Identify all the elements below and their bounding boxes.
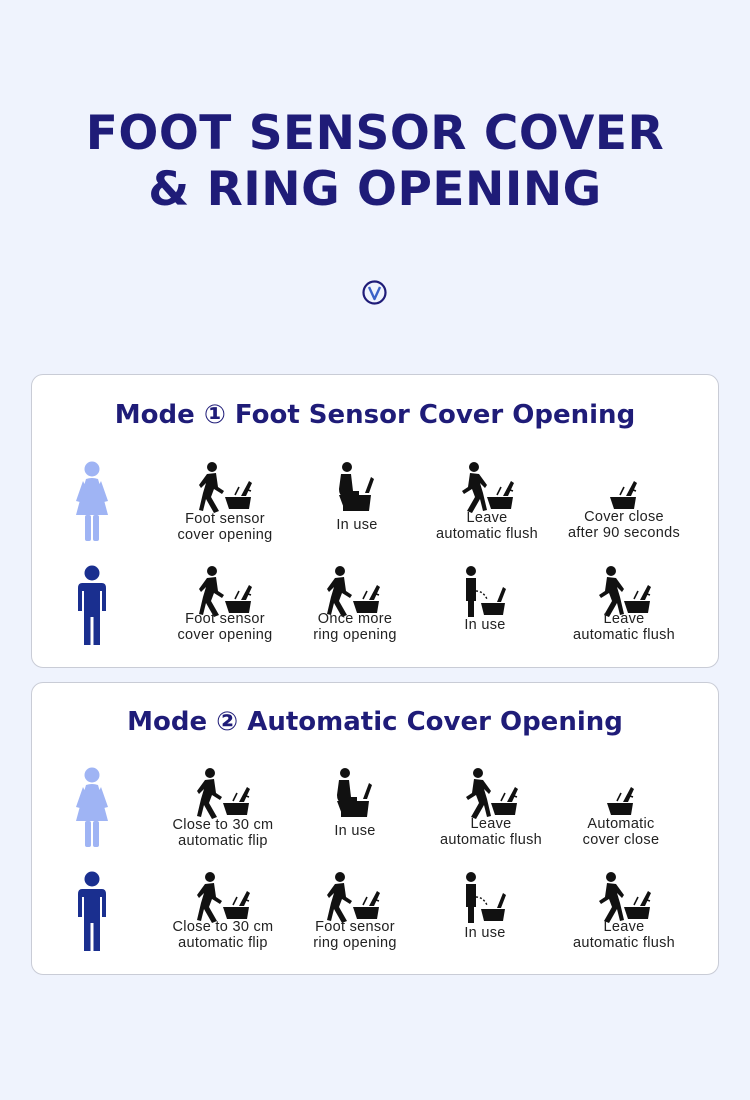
brand-logo-icon <box>362 280 387 305</box>
step-label-line2: cover close <box>582 832 660 848</box>
step-label-line2: automatic flush <box>572 627 676 643</box>
step-label-line2: cover opening <box>177 527 273 543</box>
male-icon <box>72 871 112 955</box>
step-label-line2: automatic flip <box>178 833 268 849</box>
mode2-male-step-3: In use <box>410 871 560 961</box>
step-label-line1: Foot sensor <box>185 611 265 627</box>
female-icon <box>72 461 112 545</box>
mode2-card: Mode ② Automatic Cover Opening Close to … <box>31 682 719 975</box>
step-label-line1: Foot sensor <box>185 511 265 527</box>
step-label: In use <box>410 617 560 633</box>
step-label-line2: automatic flip <box>178 935 268 951</box>
step-label-line1: Leave <box>603 611 645 627</box>
step-label-line1: Leave <box>603 919 645 935</box>
step-label-line2: ring opening <box>313 627 397 643</box>
step-label-line1: Foot sensor <box>315 919 395 935</box>
mode2-female-step-2: In use <box>280 767 430 857</box>
page-title-line1: FOOT SENSOR COVER <box>85 106 665 161</box>
mode1-male-step-3: In use <box>410 565 560 655</box>
step-label-line1: Cover close <box>584 509 664 525</box>
step-label-line1: Once more <box>317 611 393 627</box>
step-label-line2: ring opening <box>313 935 397 951</box>
step-label-line1: Leave <box>470 816 512 832</box>
step-label: In use <box>410 925 560 941</box>
step-label-line1: In use <box>336 517 378 533</box>
step-label: In use <box>280 823 430 839</box>
step-label-line2: cover opening <box>177 627 273 643</box>
step-label-line1: Close to 30 cm <box>172 919 274 935</box>
step-label-line1: In use <box>334 823 376 839</box>
step-label-line2: automatic flush <box>572 935 676 951</box>
step-label-line2: automatic flush <box>435 526 539 542</box>
step-label-line1: Close to 30 cm <box>172 817 274 833</box>
female-icon <box>72 767 112 851</box>
step-label-line1: In use <box>464 925 506 941</box>
step-label: In use <box>282 517 432 533</box>
page-title-line2: & RING OPENING <box>148 162 602 217</box>
step-label-line1: Leave <box>466 510 508 526</box>
step-label-line1: In use <box>464 617 506 633</box>
step-label-line2: after 90 seconds <box>567 525 680 541</box>
male-icon <box>72 565 112 649</box>
mode1-title: Mode ① Foot Sensor Cover Opening <box>114 400 636 430</box>
mode2-title: Mode ② Automatic Cover Opening <box>127 707 623 737</box>
step-label-line2: automatic flush <box>439 832 543 848</box>
mode1-card: Mode ① Foot Sensor Cover Opening Foot se… <box>31 374 719 668</box>
step-label-line1: Automatic <box>587 816 655 832</box>
mode1-female-step-2: In use <box>282 461 432 551</box>
